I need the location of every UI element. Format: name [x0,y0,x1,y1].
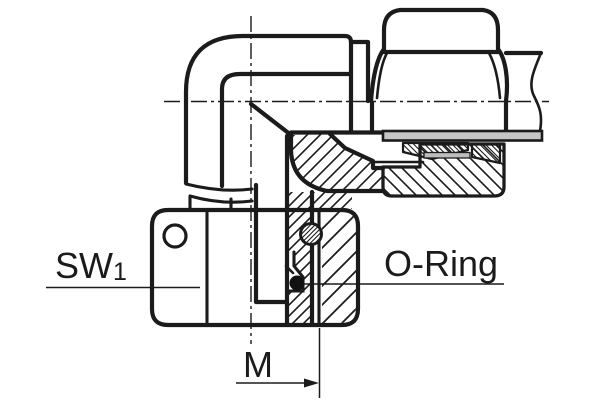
tube-break-line [530,51,543,133]
retaining-ring-hatch [300,223,322,245]
body-section-outline [248,101,386,194]
nut-dimple [162,223,188,249]
sw1-callout: SW1 [46,245,200,289]
bottom-nut [149,207,361,328]
m-label: M [243,344,273,385]
o-ring-dot [289,275,305,291]
outlet-boss-lines [288,39,425,164]
ferrule-strip [423,151,471,159]
oring-callout: O-Ring [303,243,504,285]
cutting-ring-section [401,141,502,165]
tube-wall-section [381,129,544,142]
elbow-outline [183,33,354,211]
dimension-arrow [304,378,319,388]
body-section-hatching [291,134,383,191]
sw1-label: SW1 [55,245,127,286]
o-ring-seat [286,250,305,293]
oring-label: O-Ring [384,243,498,284]
tube [503,50,544,133]
top-nut [368,7,510,134]
lower-nut-section-hatching [322,212,356,323]
m-dimension: M [236,328,321,398]
